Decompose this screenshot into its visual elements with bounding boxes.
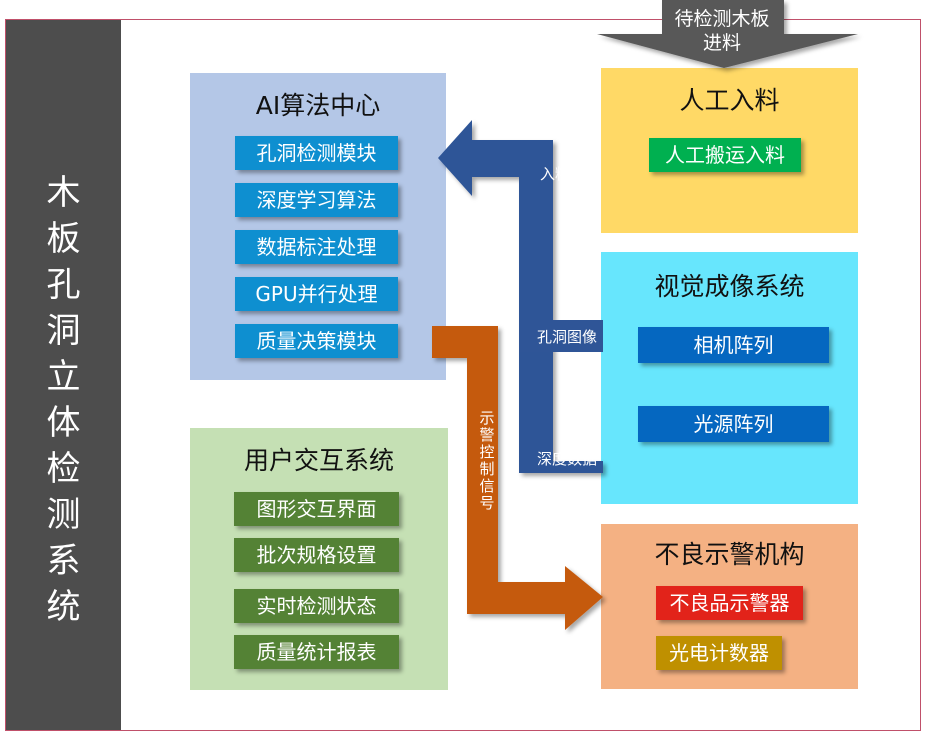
intake-arrow xyxy=(597,0,858,68)
module-quality-report[interactable]: 质量统计报表 xyxy=(234,635,399,669)
module-data-labeling[interactable]: 数据标注处理 xyxy=(235,230,398,264)
module-gui[interactable]: 图形交互界面 xyxy=(234,492,399,526)
module-gpu-parallel[interactable]: GPU并行处理 xyxy=(235,277,398,311)
vision-system-title: 视觉成像系统 xyxy=(654,272,805,301)
title-char: 测 xyxy=(46,495,81,535)
title-char: 统 xyxy=(46,587,81,627)
module-deep-learning[interactable]: 深度学习算法 xyxy=(235,183,398,217)
alarm-signal-label: 示 警 控 制 信 号 xyxy=(476,410,498,512)
vision-system-panel: 视觉成像系统 相机阵列 光源阵列 xyxy=(601,252,858,504)
title-char: 检 xyxy=(46,449,81,489)
title-char: 木 xyxy=(46,173,81,213)
system-title: 木 板 孔 洞 立 体 检 测 系 统 xyxy=(6,170,121,630)
title-char: 体 xyxy=(46,403,81,443)
manual-feed-panel: 人工入料 人工搬运入料 xyxy=(601,68,858,233)
module-realtime-status[interactable]: 实时检测状态 xyxy=(234,589,399,623)
depth-data-label: 深度数据 xyxy=(537,450,598,468)
signal-char: 信 xyxy=(479,477,495,495)
title-char: 系 xyxy=(46,541,81,581)
system-title-bar: 木 板 孔 洞 立 体 检 测 系 统 xyxy=(6,20,121,730)
title-char: 洞 xyxy=(46,311,81,351)
module-manual-carry[interactable]: 人工搬运入料 xyxy=(649,138,801,172)
title-char: 立 xyxy=(46,357,81,397)
intake-label-line1: 待检测木板 xyxy=(674,8,770,30)
signal-char: 控 xyxy=(479,443,495,461)
title-char: 板 xyxy=(46,219,81,259)
module-batch-settings[interactable]: 批次规格设置 xyxy=(234,538,399,572)
outer-frame xyxy=(5,19,921,731)
ai-center-title: AI算法中心 xyxy=(255,91,381,120)
manual-feed-title: 人工入料 xyxy=(679,86,780,115)
module-light-array[interactable]: 光源阵列 xyxy=(638,406,829,442)
hole-image-label: 孔洞图像 xyxy=(537,328,598,346)
intake-label-line2: 进料 xyxy=(702,32,741,54)
signal-char: 制 xyxy=(479,460,495,478)
title-char: 孔 xyxy=(46,265,81,305)
module-quality-decision[interactable]: 质量决策模块 xyxy=(235,324,398,358)
signal-char: 示 xyxy=(479,409,495,427)
defect-alarm-panel: 不良示警机构 不良品示警器 光电计数器 xyxy=(601,524,858,689)
intake-label: 待检测木板 进料 xyxy=(660,7,784,55)
user-system-title: 用户交互系统 xyxy=(243,446,394,475)
signal-char: 号 xyxy=(479,494,495,512)
module-defect-alarm[interactable]: 不良品示警器 xyxy=(656,586,803,620)
ai-center-panel: AI算法中心 孔洞检测模块 深度学习算法 数据标注处理 GPU并行处理 质量决策… xyxy=(190,73,446,380)
defect-alarm-title: 不良示警机构 xyxy=(654,540,805,569)
data-flow-branch-image xyxy=(519,320,603,352)
data-flow-arrow xyxy=(438,120,603,473)
module-hole-detection[interactable]: 孔洞检测模块 xyxy=(235,136,398,170)
module-photo-counter[interactable]: 光电计数器 xyxy=(656,636,782,670)
module-camera-array[interactable]: 相机阵列 xyxy=(638,327,829,363)
feed-path-label: 入料路径 xyxy=(540,165,601,183)
signal-char: 警 xyxy=(479,426,495,444)
alarm-signal-arrow xyxy=(432,326,603,630)
user-system-panel: 用户交互系统 图形交互界面 批次规格设置 实时检测状态 质量统计报表 xyxy=(190,428,448,690)
